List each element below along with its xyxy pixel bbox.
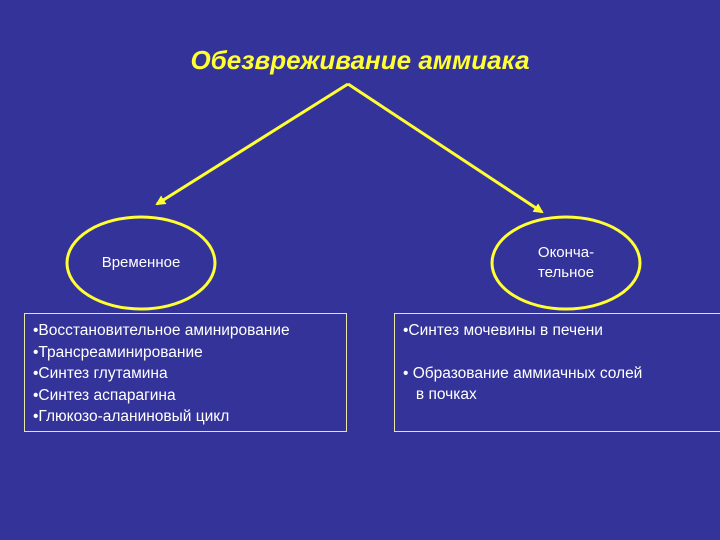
list-item: •Глюкозо-аланиновый цикл [33, 408, 230, 425]
list-item: • Образование аммиачных солей в почках [403, 364, 643, 404]
label-temporary: Временное [101, 254, 181, 271]
list-item: •Синтез глутамина [33, 365, 168, 382]
arrow-right [347, 82, 544, 214]
list-item: •Восстановительное аминирование [33, 322, 290, 339]
ellipse-final [490, 215, 642, 311]
label-final-line2: тельное [537, 264, 595, 281]
arrow-left [155, 82, 349, 206]
list-item: •Синтез аспарагина [33, 386, 176, 404]
label-final-line1: Оконча- [537, 244, 595, 261]
label-final: Оконча- тельное [492, 243, 640, 283]
list-item: •Трансреаминирование [33, 343, 203, 361]
ellipse-temporary [65, 215, 217, 311]
box-final: •Синтез мочевины в печени • Образование … [394, 313, 720, 432]
list-item: •Синтез мочевины в печени [403, 322, 603, 339]
box-temporary: •Восстановительное аминирование •Трансре… [24, 313, 347, 432]
slide-title: Обезвреживание аммиака [190, 45, 530, 75]
